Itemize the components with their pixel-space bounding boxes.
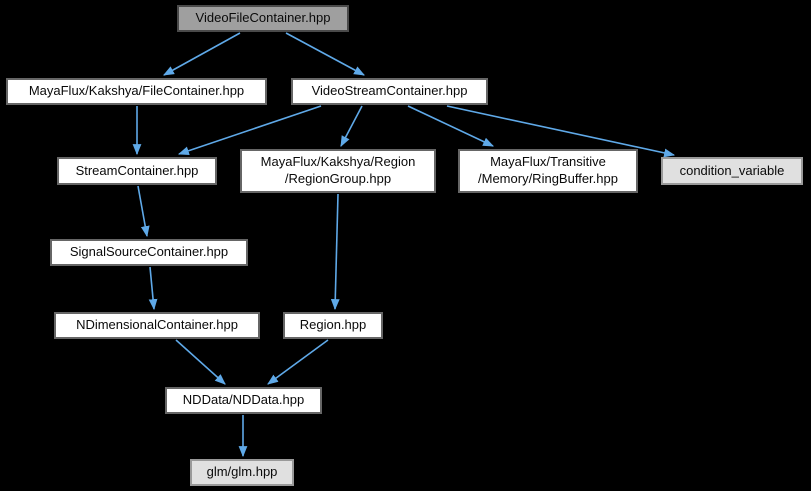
graph-node-label: NDData/NDData.hpp	[182, 392, 305, 408]
graph-node-glm: glm/glm.hpp	[190, 459, 294, 486]
graph-node-label: SignalSourceContainer.hpp	[69, 244, 229, 260]
graph-node-label: condition_variable	[679, 162, 785, 178]
graph-node-label: MayaFlux/Transitive /Memory/RingBuffer.h…	[478, 154, 618, 186]
edge-region-group-to-region	[330, 193, 340, 311]
graph-node-label: glm/glm.hpp	[206, 464, 278, 480]
graph-node-nddata[interactable]: NDData/NDData.hpp	[165, 387, 322, 414]
graph-node-label: MayaFlux/Kakshya/FileContainer.hpp	[28, 83, 245, 99]
edge-video-stream-container-to-ring-buffer	[407, 105, 494, 147]
edge-video-file-container-to-video-stream-container	[285, 32, 365, 76]
edge-signal-source-container-to-ndimensional-container	[148, 266, 158, 311]
graph-node-label: MayaFlux/Kakshya/Region /RegionGroup.hpp	[260, 154, 416, 186]
graph-node-file-container[interactable]: MayaFlux/Kakshya/FileContainer.hpp	[6, 78, 267, 105]
edge-stream-container-to-signal-source-container	[137, 185, 150, 238]
graph-node-region-group[interactable]: MayaFlux/Kakshya/Region /RegionGroup.hpp	[240, 149, 436, 193]
graph-node-region[interactable]: Region.hpp	[283, 312, 383, 339]
graph-node-condition-variable: condition_variable	[661, 157, 803, 185]
graph-node-label: Region.hpp	[299, 317, 367, 333]
edge-region-to-nddata	[267, 339, 329, 385]
graph-node-label: StreamContainer.hpp	[75, 162, 199, 178]
graph-node-label: VideoFileContainer.hpp	[195, 10, 331, 26]
edge-ndimensional-container-to-nddata	[175, 339, 226, 385]
graph-node-video-stream-container[interactable]: VideoStreamContainer.hpp	[291, 78, 488, 105]
edge-video-file-container-to-file-container	[163, 32, 241, 76]
edge-video-stream-container-to-condition-variable	[446, 105, 676, 158]
graph-node-label: VideoStreamContainer.hpp	[311, 83, 468, 99]
graph-node-video-file-container: VideoFileContainer.hpp	[177, 5, 349, 32]
edge-video-stream-container-to-stream-container	[177, 105, 322, 155]
graph-node-ring-buffer[interactable]: MayaFlux/Transitive /Memory/RingBuffer.h…	[458, 149, 638, 193]
graph-node-label: NDimensionalContainer.hpp	[76, 317, 238, 333]
graph-node-signal-source-container[interactable]: SignalSourceContainer.hpp	[50, 239, 248, 266]
graph-node-ndimensional-container[interactable]: NDimensionalContainer.hpp	[54, 312, 260, 339]
graph-node-stream-container[interactable]: StreamContainer.hpp	[57, 157, 217, 185]
edge-video-stream-container-to-region-group	[340, 105, 363, 147]
